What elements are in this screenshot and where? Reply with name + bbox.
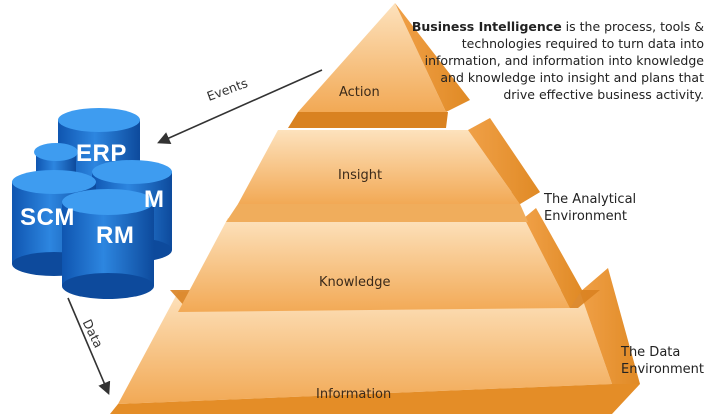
db-label-srm: RM: [96, 222, 135, 249]
tier-knowledge-shape: [178, 208, 582, 312]
tier-information-shape: [110, 268, 640, 414]
db-label-scm: SCM: [20, 204, 75, 231]
tier-action-shape: [298, 3, 470, 112]
data-environment-line-1: The Data: [621, 345, 681, 360]
analytical-environment-label: The Analytical Environment: [544, 191, 636, 225]
bi-term: Business Intelligence: [411, 19, 562, 34]
db-label-erp: ERP: [76, 140, 127, 167]
tier-insight-shape: [226, 118, 540, 222]
tier-label-action: Action: [339, 85, 380, 100]
tier-label-insight: Insight: [338, 168, 383, 183]
tier-label-information: Information: [316, 387, 392, 402]
analytical-environment-line-1: The Analytical: [544, 192, 637, 207]
data-arrow: [67, 297, 111, 395]
data-environment-line-2: Environment: [621, 362, 705, 377]
analytical-environment-line-2: Environment: [544, 209, 628, 224]
bi-definition: is the process, tools & technologies req…: [424, 19, 704, 102]
data-environment-label: The Data Environment: [621, 344, 704, 378]
database-rm-shape: [62, 189, 154, 299]
band-1: [288, 112, 448, 128]
tier-label-knowledge: Knowledge: [319, 275, 391, 290]
events-arrow: [157, 69, 323, 144]
db-label-crm: M: [144, 186, 165, 213]
bi-description: Business Intelligence is the process, to…: [408, 18, 704, 103]
